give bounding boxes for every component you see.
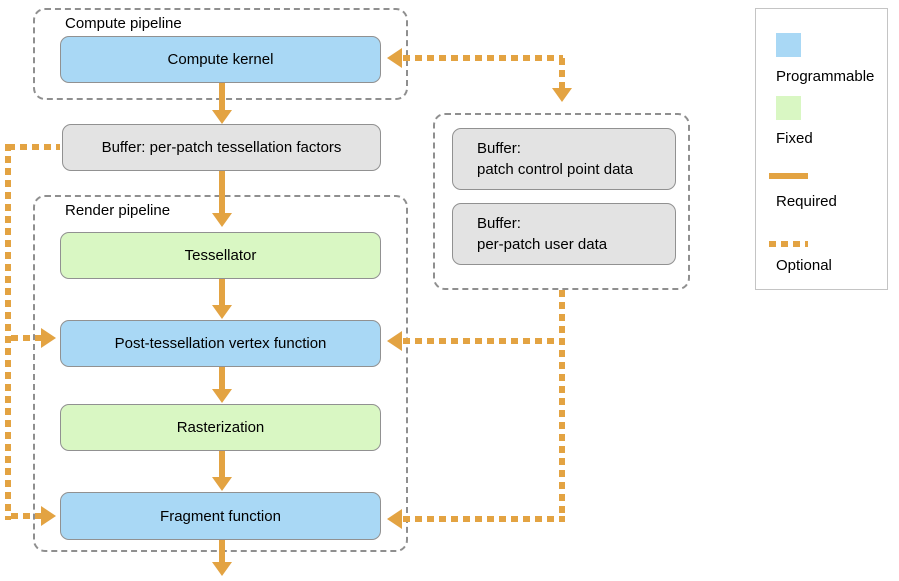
legend-required-line: [769, 173, 808, 179]
compute-kernel-node: Compute kernel: [60, 36, 381, 83]
tess-factors-buffer-label: Buffer: per-patch tessellation factors: [101, 139, 342, 156]
post-tessellation-vertex-function-label: Post-tessellation vertex function: [114, 335, 327, 352]
render-pipeline-title: Render pipeline: [65, 202, 171, 219]
rasterization-label: Rasterization: [176, 419, 265, 436]
tessellator-node: Tessellator: [60, 232, 381, 279]
legend-programmable-label: Programmable: [776, 68, 875, 85]
patch-buffers-group: [433, 113, 690, 290]
legend-optional-label: Optional: [776, 257, 832, 274]
patch-control-point-buffer-line2: patch control point data: [477, 161, 633, 178]
legend-required-label: Required: [776, 193, 837, 210]
per-patch-user-data-buffer-line1: Buffer:: [477, 215, 521, 232]
legend-fixed-label: Fixed: [776, 130, 813, 147]
per-patch-user-data-buffer-node: Buffer: per-patch user data: [452, 203, 676, 265]
rasterization-node: Rasterization: [60, 404, 381, 451]
legend-fixed-swatch: [776, 96, 801, 120]
tess-factors-buffer-node: Buffer: per-patch tessellation factors: [62, 124, 381, 171]
compute-pipeline-title: Compute pipeline: [65, 15, 182, 32]
patch-control-point-buffer-line1: Buffer:: [477, 140, 521, 157]
fragment-function-label: Fragment function: [160, 507, 281, 525]
compute-kernel-label: Compute kernel: [167, 51, 274, 68]
tessellator-label: Tessellator: [184, 247, 257, 264]
legend: Programmable Fixed Required Optional: [755, 8, 888, 290]
per-patch-user-data-buffer-line2: per-patch user data: [477, 236, 608, 253]
post-tessellation-vertex-function-node: Post-tessellation vertex function: [60, 320, 381, 367]
legend-programmable-swatch: [776, 33, 801, 57]
legend-optional-line: [769, 241, 808, 247]
fragment-function-node: Fragment function: [60, 492, 381, 540]
patch-control-point-buffer-node: Buffer: patch control point data: [452, 128, 676, 190]
